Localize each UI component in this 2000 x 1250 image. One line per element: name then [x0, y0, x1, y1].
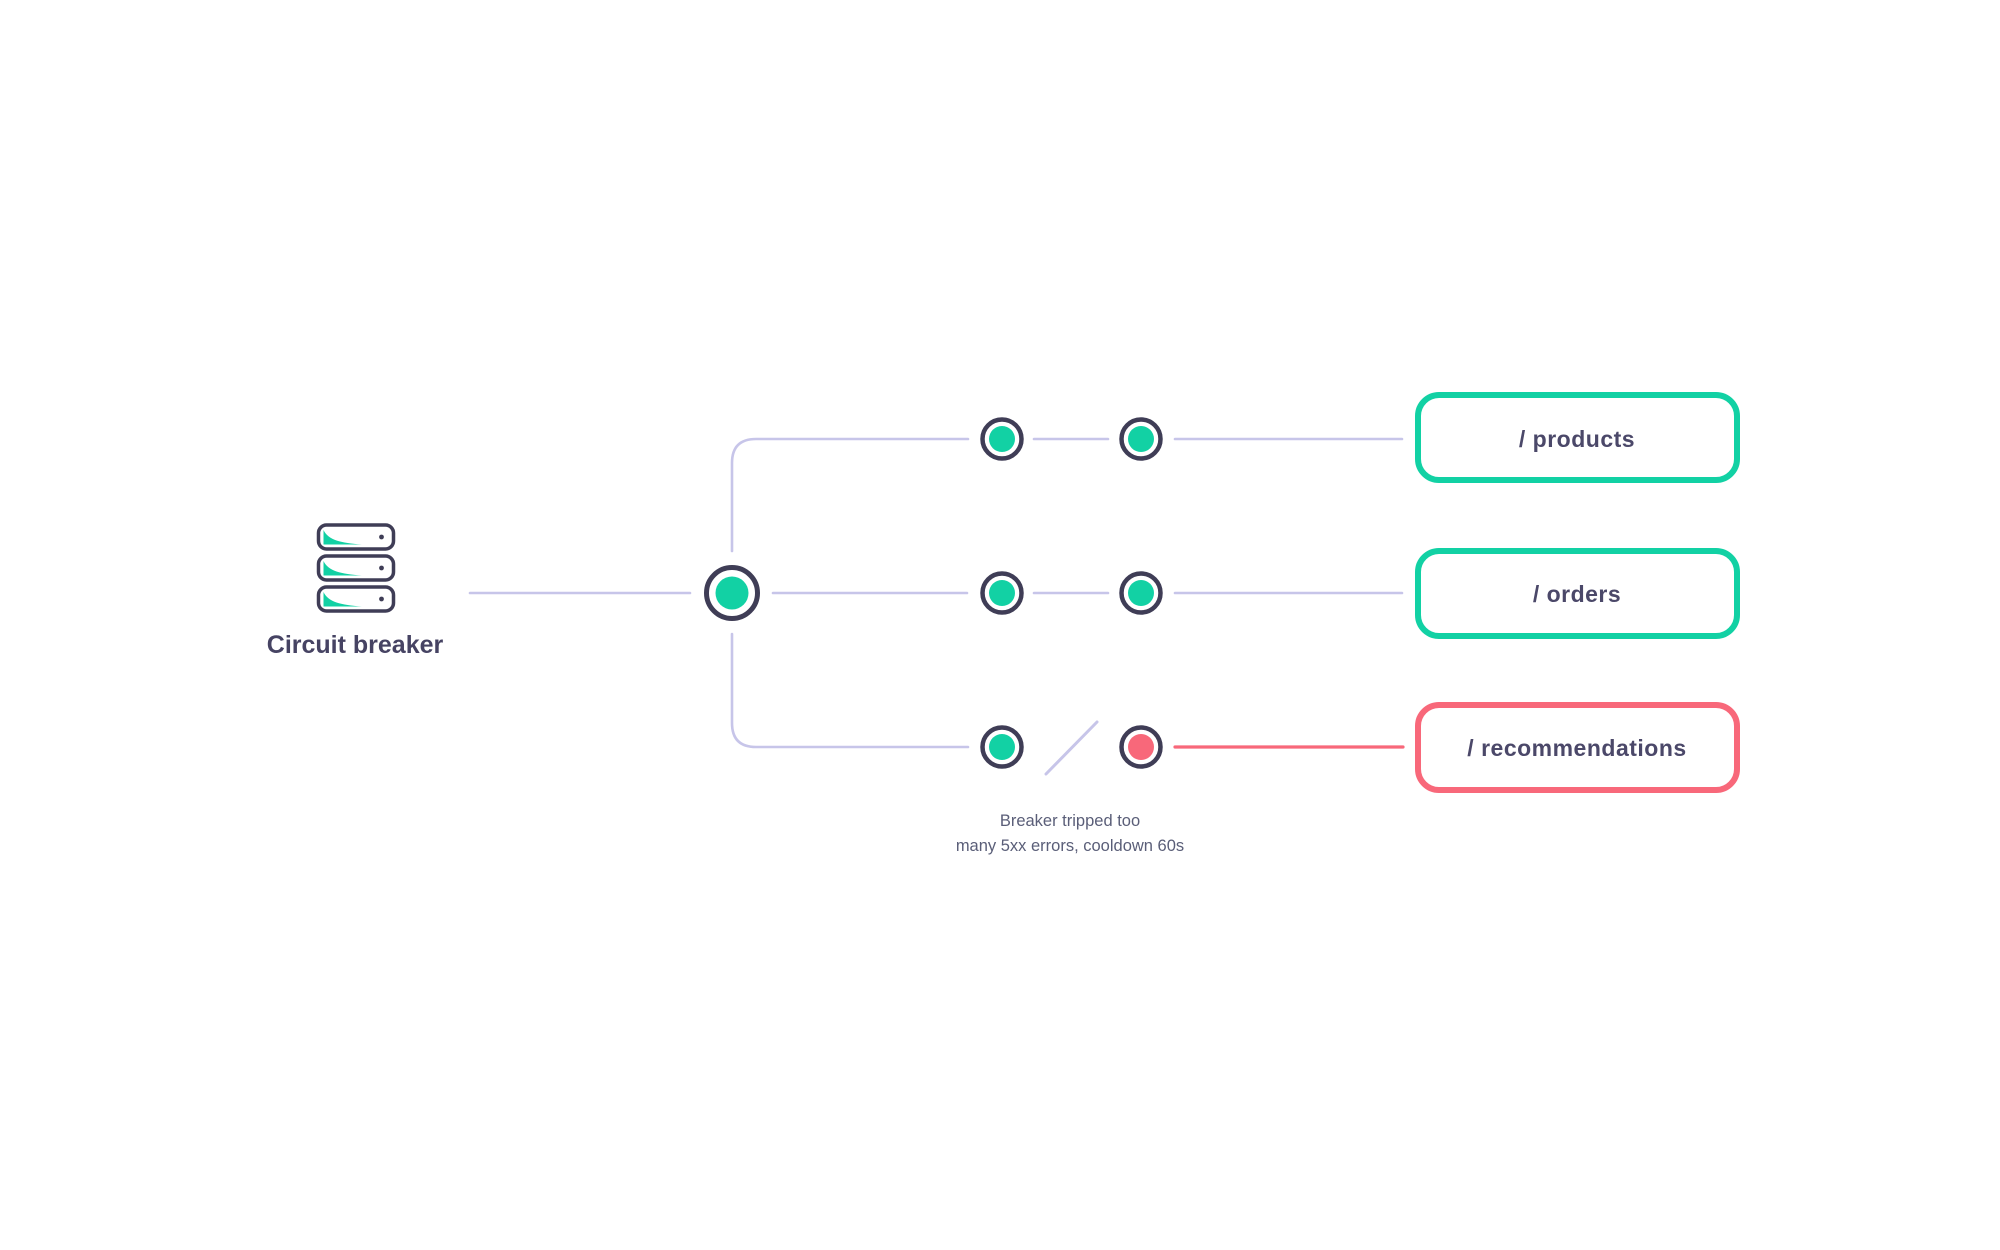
server-led	[379, 534, 384, 540]
server-sparkline	[323, 592, 362, 607]
breaker-node	[704, 565, 760, 621]
endpoint-box-products	[1415, 392, 1740, 483]
open-circuit-slash-icon	[1044, 720, 1099, 776]
breaker-trip-annotation: Breaker tripped too many 5xx errors, coo…	[956, 812, 1184, 855]
endpoint-products: / products	[1415, 392, 1740, 483]
breaker-node-status-dot	[715, 576, 749, 610]
endpoint-recommendations: / recommendations	[1415, 702, 1740, 793]
node-status-dot	[989, 734, 1015, 760]
node-status-dot	[989, 580, 1015, 606]
source-label: Circuit breaker	[267, 631, 444, 659]
orders-branch-node-2	[1119, 571, 1163, 615]
node-status-dot	[1128, 426, 1154, 452]
endpoint-orders: / orders	[1415, 548, 1740, 639]
endpoint-box-orders	[1415, 548, 1740, 639]
annotation-line-1: Breaker tripped too	[1000, 812, 1140, 830]
endpoint-label-recommendations: / recommendations	[1467, 735, 1686, 761]
node-status-dot	[1128, 580, 1154, 606]
endpoint-label-products: / products	[1519, 426, 1635, 452]
link-breaker-to-products-branch	[730, 437, 970, 553]
orders-branch-node-1	[980, 571, 1024, 615]
server-sparkline	[323, 561, 362, 576]
node-status-dot	[989, 426, 1015, 452]
products-branch-node-2	[1119, 417, 1163, 461]
server-sparkline	[323, 530, 362, 545]
server-led	[379, 565, 384, 571]
server-stack-icon	[316, 523, 396, 613]
endpoint-box-recommendations	[1415, 702, 1740, 793]
annotation-line-2: many 5xx errors, cooldown 60s	[956, 837, 1184, 855]
recommendations-branch-node-tripped	[1119, 725, 1163, 769]
endpoint-label-orders: / orders	[1533, 581, 1621, 607]
node-status-dot-error	[1128, 734, 1154, 760]
recommendations-branch-node-1	[980, 725, 1024, 769]
products-branch-node-1	[980, 417, 1024, 461]
server-led	[379, 596, 384, 602]
link-breaker-to-recommendations-branch	[730, 632, 970, 749]
